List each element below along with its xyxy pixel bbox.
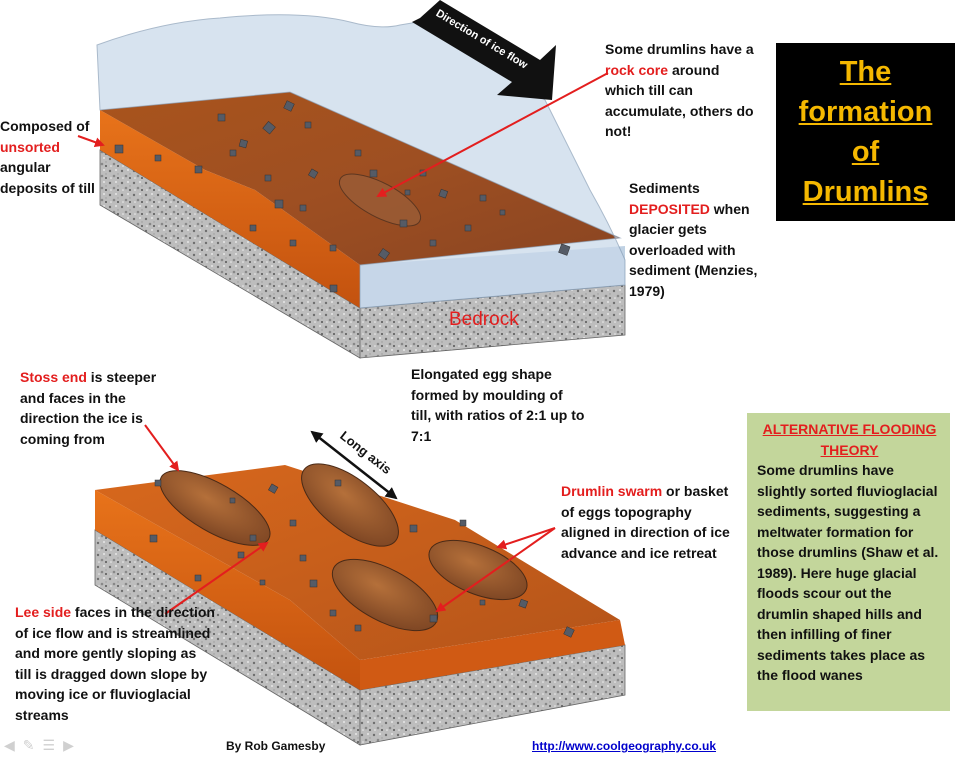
title-line-4: Drumlins	[802, 176, 929, 208]
top-block	[96, 14, 626, 359]
top-clasts	[114, 100, 571, 293]
back-icon[interactable]: ◀	[4, 737, 23, 753]
red-arrows	[77, 72, 609, 615]
lee-highlight: Lee side	[15, 604, 72, 620]
bedrock-label: Bedrock	[449, 309, 519, 330]
lee-text: faces in the direction of ice flow and i…	[15, 604, 215, 723]
bottom-till-side	[360, 620, 625, 690]
bottom-clasts	[149, 479, 575, 638]
sediments-text-after: when glacier gets overloaded with sedime…	[629, 200, 758, 299]
pen-icon[interactable]: ✎	[22, 737, 43, 753]
composed-text-before: Composed of	[0, 118, 90, 134]
arrow-stoss	[144, 424, 180, 472]
author-credit: By Rob Gamesby	[226, 739, 326, 753]
rock-core-text-after: around which till can accumulate, others…	[605, 61, 754, 140]
arrow-swarm-2	[435, 527, 556, 613]
top-drumlin	[338, 173, 422, 227]
egg-shape-annotation: Elongated egg shape formed by moulding o…	[411, 366, 585, 444]
forward-icon[interactable]: ▶	[63, 737, 82, 753]
bottom-block	[94, 463, 626, 746]
composed-text-after: angular deposits of till	[0, 159, 95, 196]
sediments-annotation: Sediments DEPOSITED when glacier gets ov…	[629, 178, 764, 301]
lee-annotation: Lee side faces in the direction of ice f…	[15, 602, 215, 725]
title-line-3: of	[851, 136, 880, 168]
stoss-annotation: Stoss end is steeper and faces in the di…	[20, 367, 170, 449]
bottom-bedrock-side	[359, 644, 626, 746]
rock-core-highlight: rock core	[605, 61, 669, 78]
rock-core-annotation: Some drumlins have a rock core around wh…	[605, 39, 760, 142]
swarm-annotation: Drumlin swarm or basket of eggs topograp…	[561, 481, 741, 563]
composed-highlight: unsorted	[0, 138, 60, 155]
stoss-text: is steeper and faces in the direction th…	[20, 369, 157, 447]
website-link[interactable]: http://www.coolgeography.co.uk	[532, 739, 717, 753]
bottom-till-front	[95, 490, 360, 690]
sediments-text-before: Sediments	[629, 180, 700, 196]
arrow-rock-core	[376, 72, 609, 197]
title-line-1: The	[839, 56, 892, 88]
slide-nav: ◀✎☰▶	[4, 737, 82, 754]
composed-annotation: Composed of unsorted angular deposits of…	[0, 116, 100, 198]
long-axis-label: Long axis	[337, 428, 394, 477]
swarm-text: or basket of eggs topography aligned in …	[561, 483, 730, 561]
alternative-theory-box: ALTERNATIVE FLOODING THEORY Some drumlin…	[747, 413, 950, 711]
drumlin-4	[428, 539, 528, 601]
title-line-2: formation	[798, 96, 933, 128]
long-axis-arrow	[310, 430, 398, 500]
ice-flow-arrow	[412, 0, 556, 100]
arrow-lee	[164, 541, 269, 615]
alternative-theory-body: Some drumlins have slightly sorted fluvi…	[757, 462, 939, 683]
title-box: The formation of Drumlins	[776, 43, 955, 221]
stoss-highlight: Stoss end	[20, 369, 87, 385]
top-till-front	[100, 110, 360, 308]
rock-core-text-before: Some drumlins have a	[605, 41, 754, 57]
drumlin-1	[159, 470, 271, 546]
menu-icon[interactable]: ☰	[42, 737, 64, 753]
arrow-composed	[77, 135, 105, 147]
arrow-swarm-1	[496, 527, 556, 550]
swarm-highlight: Drumlin swarm	[561, 483, 663, 499]
sediments-highlight: DEPOSITED	[629, 200, 710, 217]
alternative-theory-title: ALTERNATIVE FLOODING THEORY	[762, 421, 937, 458]
